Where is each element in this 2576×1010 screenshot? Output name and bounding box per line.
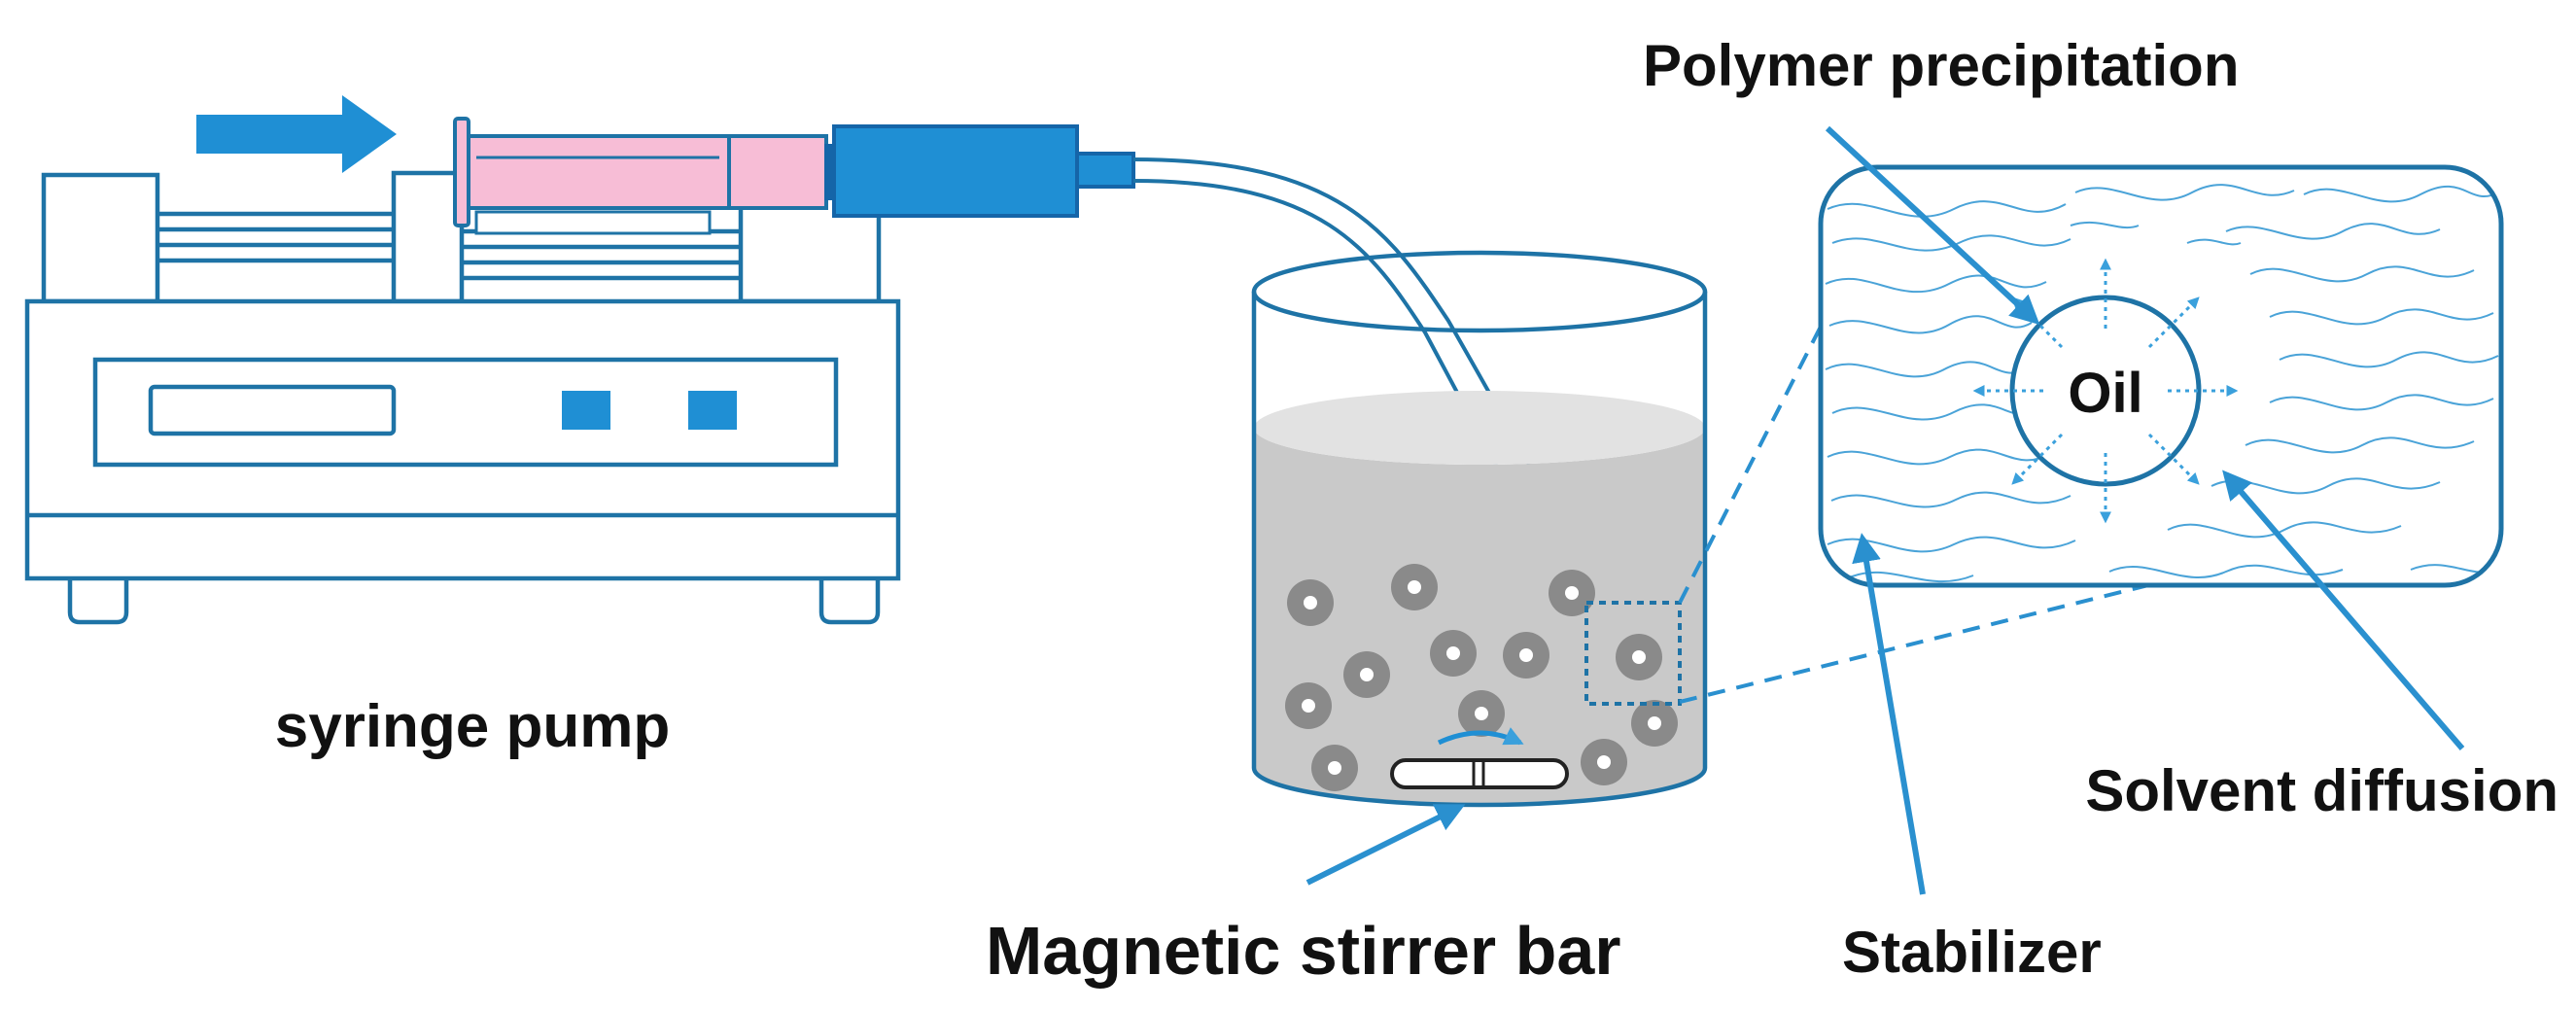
pusher-block — [391, 170, 465, 304]
pump-display — [92, 357, 839, 468]
stabilizer-arrow — [1852, 533, 1926, 895]
pump-body — [24, 298, 901, 581]
zoom-connector — [1678, 320, 2157, 704]
solvent-diffusion-arrow — [2222, 470, 2465, 750]
pump-button[interactable] — [562, 391, 610, 430]
stirrer-bar-arrow — [1305, 804, 1466, 886]
beaker — [1251, 250, 1708, 808]
rotation-arc-icon — [1437, 727, 1524, 746]
diffusion-arrows — [1972, 258, 2239, 524]
right-arrow-icon — [196, 95, 397, 173]
stirrer-bar — [1390, 727, 1569, 789]
oil-droplet — [2009, 295, 2202, 487]
pointer-arrows — [1305, 125, 2465, 895]
stabilizer-chains — [1825, 184, 2501, 583]
solvent-diffusion-label: Solvent diffusion — [2085, 758, 2559, 823]
stabilizer-label: Stabilizer — [1842, 920, 2102, 985]
syringe-pump-label: syringe pump — [275, 693, 671, 760]
syringe — [453, 117, 1135, 235]
syringe-pump — [24, 95, 901, 625]
polymer-precipitation-arrow — [1825, 125, 2040, 326]
polymer-precipitation-label: Polymer precipitation — [1643, 33, 2239, 98]
pump-foot — [818, 580, 881, 625]
pump-button[interactable] — [688, 391, 737, 430]
pump-screen — [148, 384, 397, 436]
zoom-panel — [1818, 164, 2504, 588]
oil-label: Oil — [2068, 362, 2142, 425]
zoom-selection-box — [1584, 601, 1682, 706]
pump-left-block — [41, 172, 160, 304]
pump-foot — [67, 580, 129, 625]
magnetic-stirrer-bar-label: Magnetic stirrer bar — [986, 913, 1621, 989]
